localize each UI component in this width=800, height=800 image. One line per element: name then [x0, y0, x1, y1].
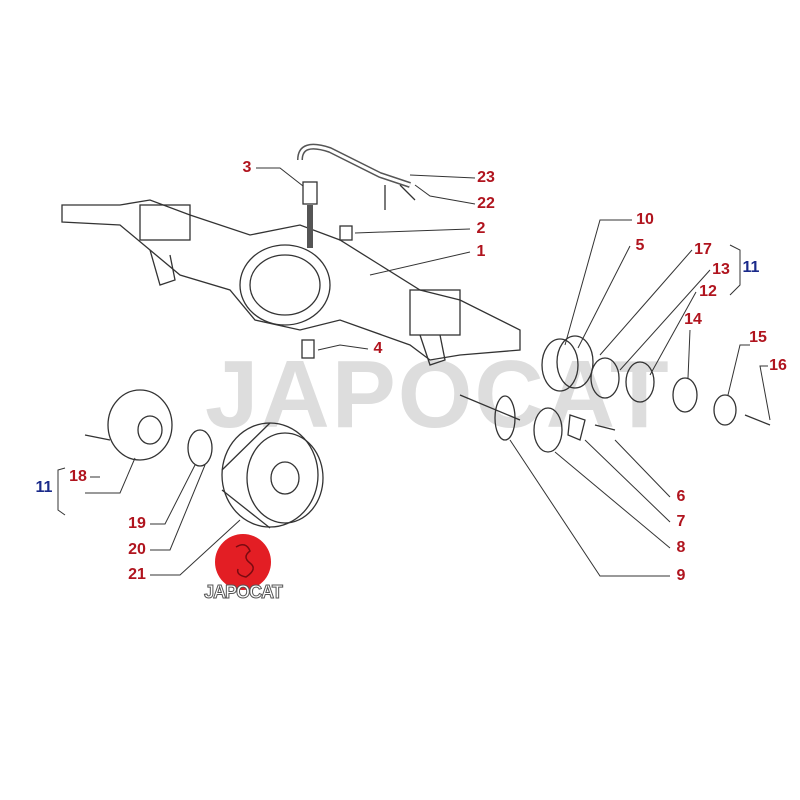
callout-2[interactable]: 2 — [476, 220, 486, 237]
hub-bearing-set — [459, 335, 771, 453]
callout-14[interactable]: 14 — [684, 311, 702, 328]
callout-12[interactable]: 12 — [699, 283, 717, 300]
group-callout-11-left[interactable]: 11 — [35, 479, 53, 496]
callout-6[interactable]: 6 — [676, 488, 686, 505]
plug — [339, 225, 353, 241]
leader-lines — [57, 167, 771, 577]
hub-and-drum — [84, 389, 324, 529]
callout-10[interactable]: 10 — [636, 211, 654, 228]
callout-3[interactable]: 3 — [242, 159, 252, 176]
callout-13[interactable]: 13 — [712, 261, 730, 278]
callout-8[interactable]: 8 — [676, 539, 686, 556]
callout-21[interactable]: 21 — [128, 566, 146, 583]
callout-23[interactable]: 23 — [477, 169, 495, 186]
callout-7[interactable]: 7 — [676, 513, 686, 530]
callout-22[interactable]: 22 — [477, 195, 495, 212]
callout-20[interactable]: 20 — [128, 541, 146, 558]
callout-4[interactable]: 4 — [373, 340, 383, 357]
japocat-logo: JAPOCAT — [198, 532, 288, 607]
drain-plug — [301, 339, 315, 359]
callout-15[interactable]: 15 — [749, 329, 767, 346]
breather-valve — [302, 181, 318, 205]
callout-9[interactable]: 9 — [676, 567, 686, 584]
callout-18[interactable]: 18 — [69, 468, 87, 485]
callout-16[interactable]: 16 — [769, 357, 787, 374]
axle-housing — [61, 199, 521, 366]
callout-19[interactable]: 19 — [128, 515, 146, 532]
callout-5[interactable]: 5 — [635, 237, 645, 254]
group-callout-11-right[interactable]: 11 — [742, 259, 760, 276]
callout-17[interactable]: 17 — [694, 241, 712, 258]
callout-1[interactable]: 1 — [476, 243, 486, 260]
logo-emblem — [215, 534, 271, 590]
